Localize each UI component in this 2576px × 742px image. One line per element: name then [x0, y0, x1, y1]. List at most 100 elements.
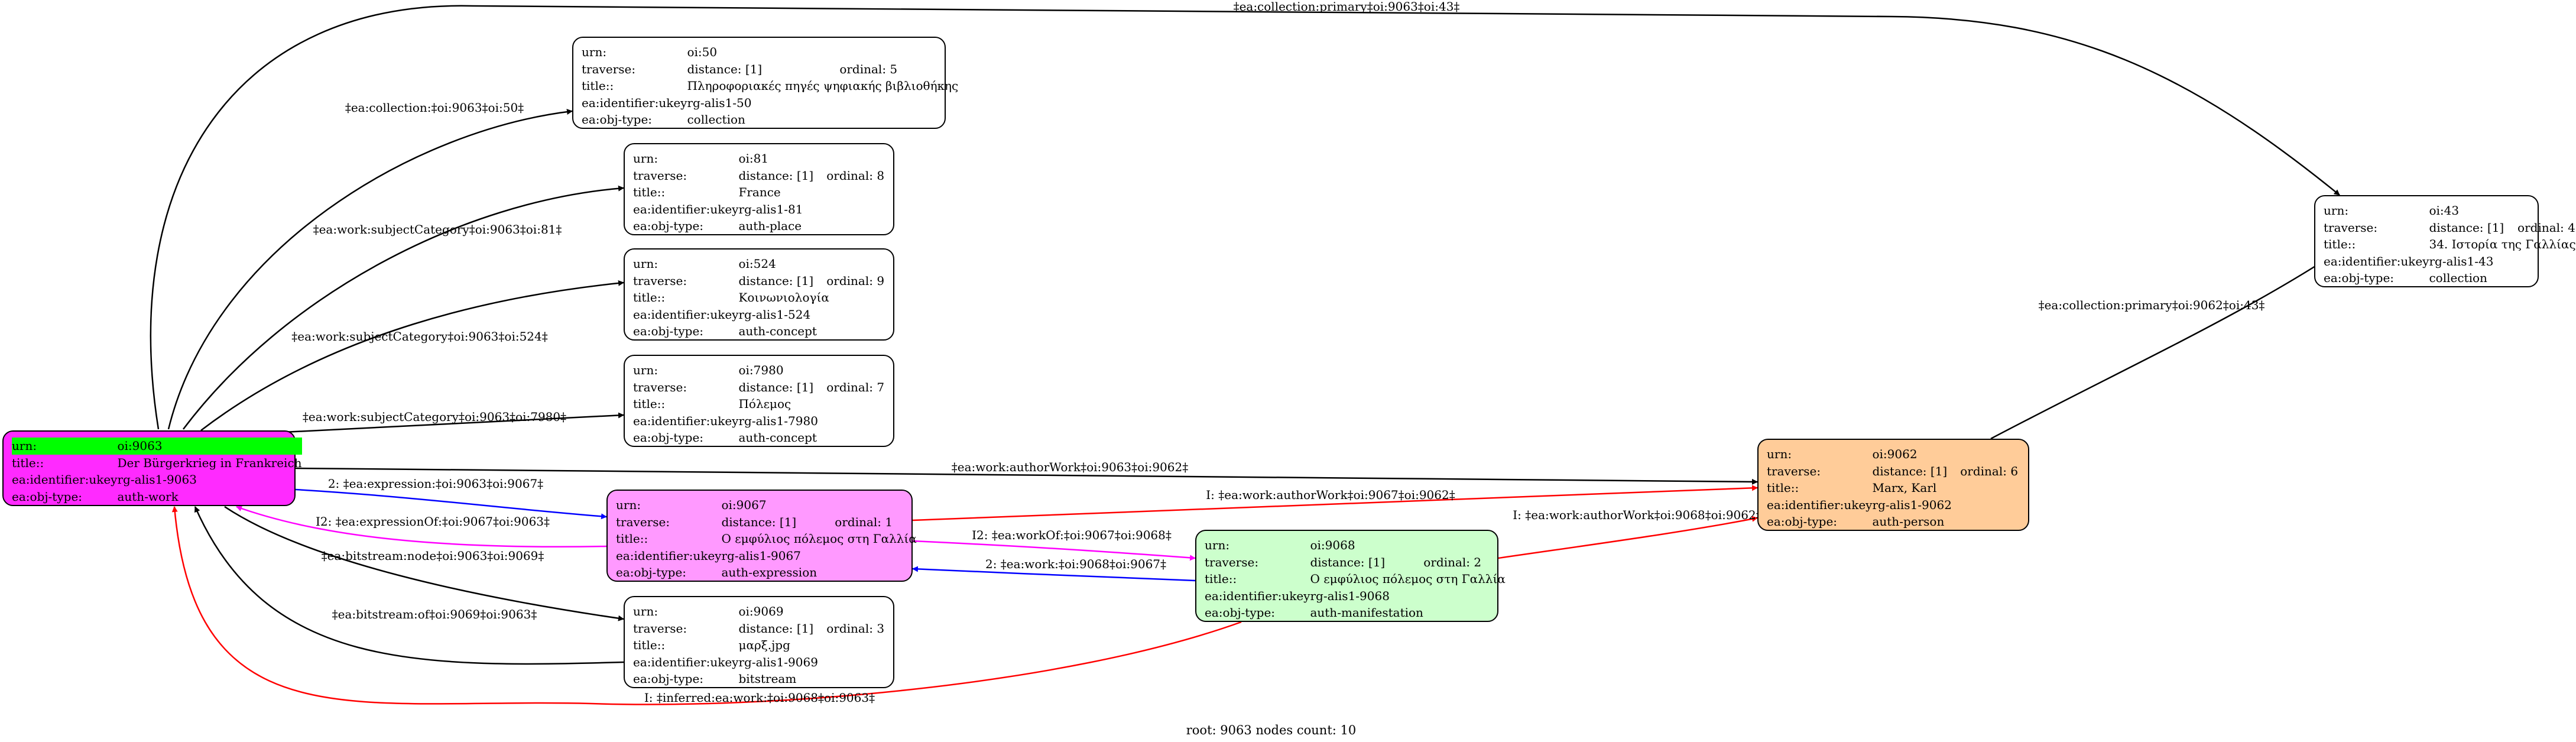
edge-9068-9063-inferred-work — [171, 506, 1242, 705]
traverse-key: traverse: — [633, 273, 687, 288]
ordinal-value: ordinal: 9 — [826, 273, 885, 288]
edge-9063-524-subject — [200, 280, 624, 431]
traverse-key: traverse: — [616, 514, 670, 529]
urn-value: oi:50 — [687, 45, 718, 59]
ordinal-value: ordinal: 1 — [835, 514, 893, 529]
node-9067[interactable]: urn:oi:9067 traverse:distance: [1]ordina… — [606, 490, 917, 582]
ukey-value: rg-alis1-524 — [738, 307, 811, 322]
ordinal-value: ordinal: 3 — [826, 621, 885, 636]
ordinal-value: ordinal: 8 — [826, 168, 885, 183]
ukey-key: ea:identifier:ukey — [633, 654, 739, 669]
edge-9062-43-collection-primary — [1990, 245, 2347, 440]
edge-9063-9067-expression — [295, 488, 607, 520]
title-value: Πληροφοριακές πηγές ψηφιακής βιβλιοθήκης — [687, 79, 959, 93]
node-524[interactable]: urn:oi:524 traverse:distance: [1]ordinal… — [624, 248, 894, 341]
title-value: Marx, Karl — [1872, 481, 1937, 495]
root-urn-row: urn: oi:9063 — [12, 438, 302, 455]
distance-value: distance: [1] — [738, 168, 814, 183]
title-key: title:: — [1205, 572, 1237, 586]
urn-value: oi:9069 — [738, 604, 784, 618]
ukey-value: rg-alis1-9069 — [738, 654, 818, 669]
edge-9067-9068-workof — [912, 540, 1196, 561]
edge-label: I2: ‡ea:workOf:‡oi:9067‡oi:9068‡ — [972, 528, 1172, 542]
ukey-key: ea:identifier:ukey — [1767, 497, 1873, 512]
node-9062[interactable]: urn:oi:9062 traverse:distance: [1]ordina… — [1757, 439, 2029, 531]
edge-label: ‡ea:work:subjectCategory‡oi:9063‡oi:7980… — [303, 410, 566, 424]
edge-9063-81-subject — [183, 185, 624, 430]
ukey-key: ea:identifier:ukey — [2324, 254, 2429, 268]
urn-key: urn: — [633, 604, 658, 618]
distance-value: distance: [1] — [721, 514, 797, 529]
type-key: ea:obj-type: — [582, 112, 653, 127]
type-value: collection — [2429, 271, 2487, 285]
title-key: title:: — [633, 185, 666, 199]
title-value: 34. Ιστορία της Γαλλίας — [2429, 237, 2576, 251]
node-9069[interactable]: urn: oi:9069 traverse: distance: [1] ordina… — [624, 596, 894, 688]
graph-footer: root: 9063 nodes count: 10 — [1186, 723, 1357, 737]
urn-value: oi:9067 — [721, 498, 767, 512]
urn-value: oi:7980 — [738, 363, 784, 377]
edge-9063-9069-bitstream-node — [224, 506, 624, 621]
distance-value: distance: [1] — [2429, 220, 2504, 235]
urn-key: urn: — [633, 363, 658, 377]
type-key: ea:obj-type: — [633, 324, 704, 338]
node-9063-root[interactable]: urn: oi:9063 title:: Der Bürgerkrieg in … — [2, 430, 302, 506]
title-key: title:: — [633, 638, 666, 652]
urn-key: urn: — [633, 257, 658, 271]
edge-label: ‡ea:bitstream:of‡oi:9069‡oi:9063‡ — [332, 607, 537, 621]
title-value: μαρξ.jpg — [738, 638, 790, 652]
type-value: auth-concept — [738, 324, 817, 338]
traverse-key: traverse: — [633, 621, 687, 636]
edge-label: ‡ea:work:subjectCategory‡oi:9063‡oi:81‡ — [313, 222, 562, 236]
type-key: ea:obj-type: — [12, 489, 83, 504]
type-value: auth-work — [117, 489, 179, 504]
urn-key: urn: — [582, 45, 607, 59]
node-81[interactable]: urn:oi:81 traverse:distance: [1]ordinal:… — [624, 143, 894, 235]
title-value: Πόλεμος — [738, 397, 791, 411]
ordinal-value: ordinal: 4 — [2517, 220, 2575, 235]
title-value: France — [738, 185, 781, 199]
ukey-key: ea:identifier:ukey — [633, 307, 739, 322]
title-key: title:: — [12, 455, 44, 470]
title-key: title:: — [1767, 481, 1799, 495]
type-value: auth-expression — [721, 565, 817, 579]
type-key: ea:obj-type: — [633, 672, 704, 686]
node-50[interactable]: urn:oi:50 traverse:distance: [1]ordinal:… — [572, 37, 958, 129]
edge-label: I: ‡ea:work:authorWork‡oi:9068‡oi:9062‡ — [1513, 508, 1761, 522]
edge-9063-7980-subject — [248, 412, 624, 435]
ukey-value: rg-alis1-9067 — [721, 548, 801, 563]
node-43[interactable]: urn:oi:43 traverse:distance: [1]ordinal:… — [2314, 195, 2576, 287]
ukey-value: rg-alis1-50 — [687, 95, 752, 110]
edge-label: I2: ‡ea:expressionOf:‡oi:9067‡oi:9063‡ — [316, 514, 550, 529]
traverse-key: traverse: — [2324, 220, 2378, 235]
distance-value: distance: [1] — [687, 61, 763, 76]
distance-value: distance: [1] — [738, 380, 814, 394]
title-value: Der Bürgerkrieg in Frankreich — [117, 455, 302, 470]
ukey-value: rg-alis1-81 — [738, 202, 803, 216]
edge-label: I: ‡inferred:ea:work:‡oi:9068‡oi:9063‡ — [644, 691, 875, 705]
type-key: ea:obj-type: — [633, 219, 704, 233]
distance-value: distance: [1] — [1310, 555, 1386, 569]
urn-value: oi:524 — [738, 257, 776, 271]
edge-label: ‡ea:work:authorWork‡oi:9063‡oi:9062‡ — [952, 460, 1188, 474]
node-9068[interactable]: urn:oi:9068 traverse:distance: [1]ordina… — [1195, 530, 1506, 622]
edge-9067-9062-authorwork — [912, 485, 1758, 521]
title-key: title:: — [616, 532, 648, 546]
node-7980[interactable]: urn:oi:7980 traverse:distance: [1]ordina… — [624, 355, 894, 447]
urn-value: oi:9068 — [1310, 538, 1355, 552]
distance-value: distance: [1] — [738, 621, 814, 636]
edge-label: 2: ‡ea:expression:‡oi:9063‡oi:9067‡ — [328, 477, 543, 491]
ukey-key: ea:identifier:ukey — [582, 95, 687, 110]
traverse-key: traverse: — [1205, 555, 1259, 569]
type-key: ea:obj-type: — [1205, 605, 1276, 620]
type-key: ea:obj-type: — [616, 565, 687, 579]
urn-value: oi:43 — [2429, 203, 2460, 218]
ukey-value: rg-alis1-9062 — [1872, 497, 1952, 512]
traverse-key: traverse: — [582, 61, 636, 76]
edge-label: ‡ea:collection:‡oi:9063‡oi:50‡ — [345, 101, 524, 115]
type-value: auth-place — [738, 219, 802, 233]
type-key: ea:obj-type: — [2324, 271, 2395, 285]
traverse-key: traverse: — [1767, 464, 1821, 478]
edge-9069-9063-bitstream-of — [194, 506, 624, 665]
